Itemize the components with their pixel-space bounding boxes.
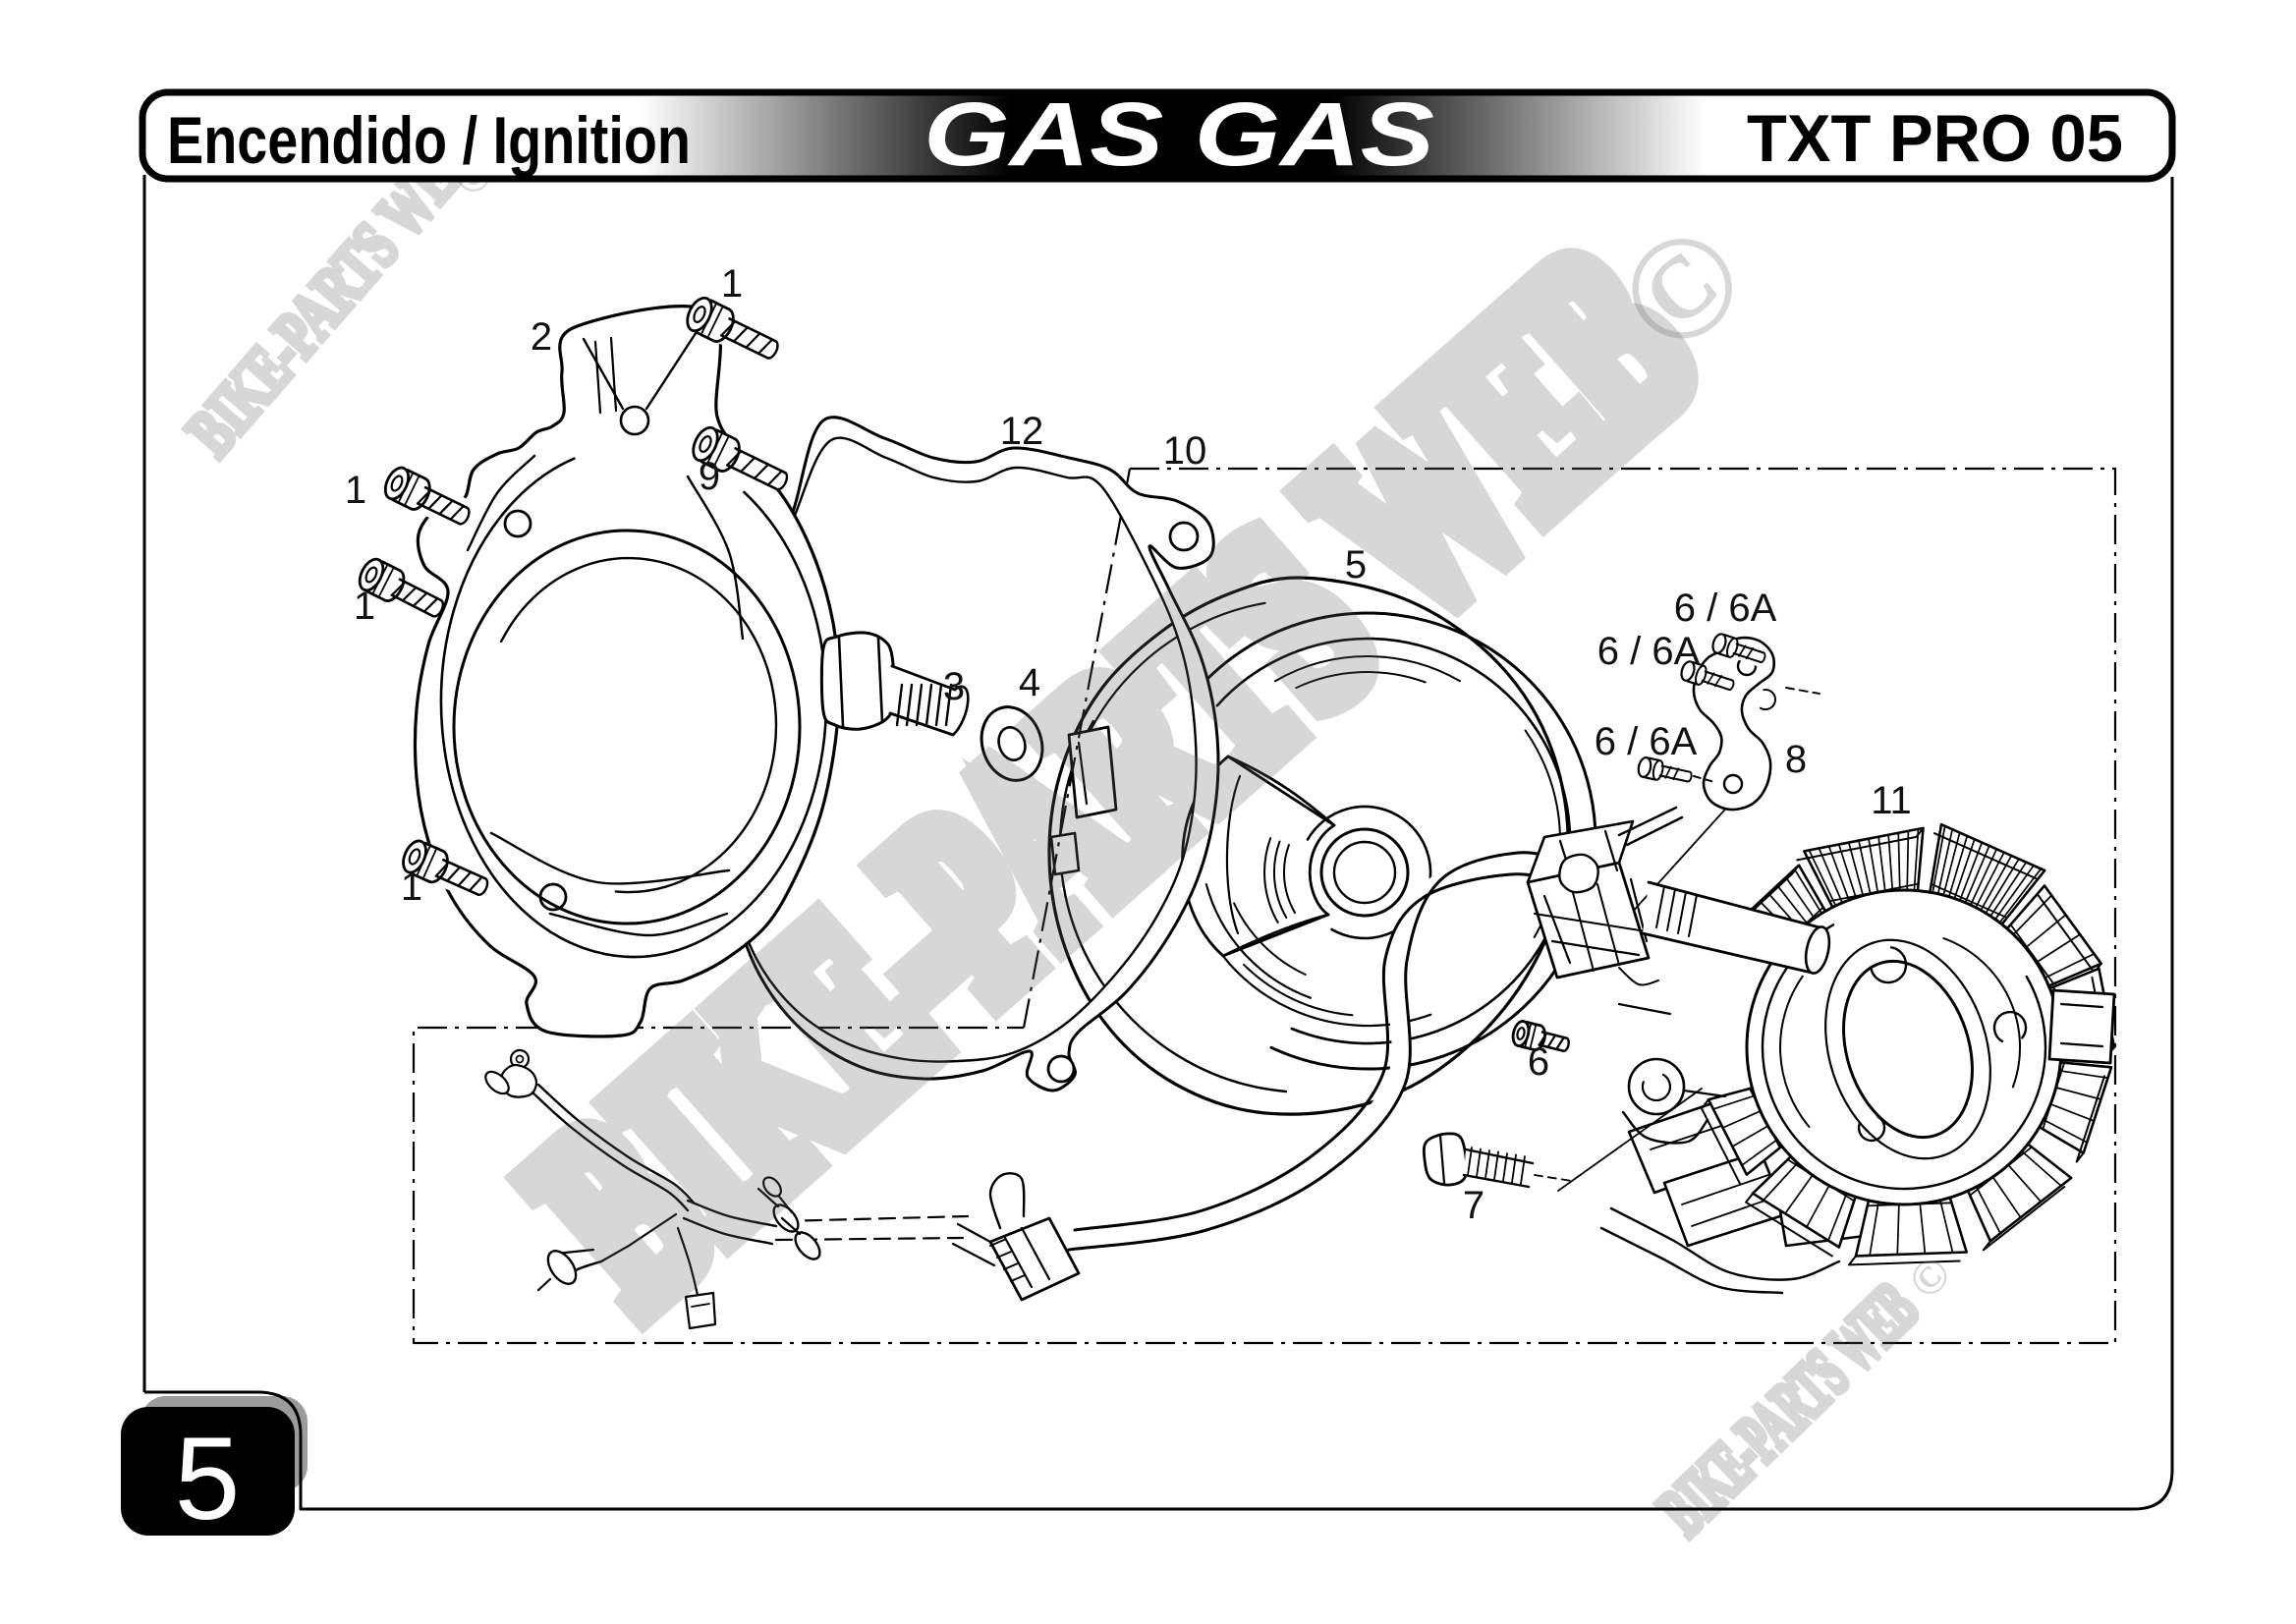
- svg-text:GAS GAS: GAS GAS: [924, 84, 1434, 185]
- svg-text:5: 5: [175, 1413, 241, 1544]
- svg-text:1: 1: [354, 585, 375, 628]
- svg-text:1: 1: [721, 262, 743, 306]
- svg-text:6 / 6A: 6 / 6A: [1597, 630, 1701, 673]
- svg-text:8: 8: [1785, 738, 1807, 781]
- svg-text:1: 1: [345, 469, 366, 512]
- svg-text:10: 10: [1163, 429, 1207, 473]
- svg-text:4: 4: [1019, 661, 1040, 704]
- svg-text:2: 2: [531, 315, 552, 359]
- svg-text:6: 6: [1528, 1040, 1549, 1084]
- svg-text:5: 5: [1345, 543, 1367, 587]
- svg-text:12: 12: [1000, 410, 1044, 453]
- svg-text:3: 3: [943, 665, 965, 708]
- svg-text:11: 11: [1871, 779, 1912, 822]
- svg-text:1: 1: [401, 866, 422, 909]
- svg-text:TXT PRO 05: TXT PRO 05: [1747, 101, 2123, 176]
- svg-text:Encendido / Ignition: Encendido / Ignition: [167, 103, 691, 178]
- svg-text:6 / 6A: 6 / 6A: [1595, 720, 1698, 763]
- svg-text:7: 7: [1463, 1184, 1484, 1227]
- svg-text:6 / 6A: 6 / 6A: [1674, 587, 1777, 630]
- svg-text:9: 9: [699, 455, 720, 498]
